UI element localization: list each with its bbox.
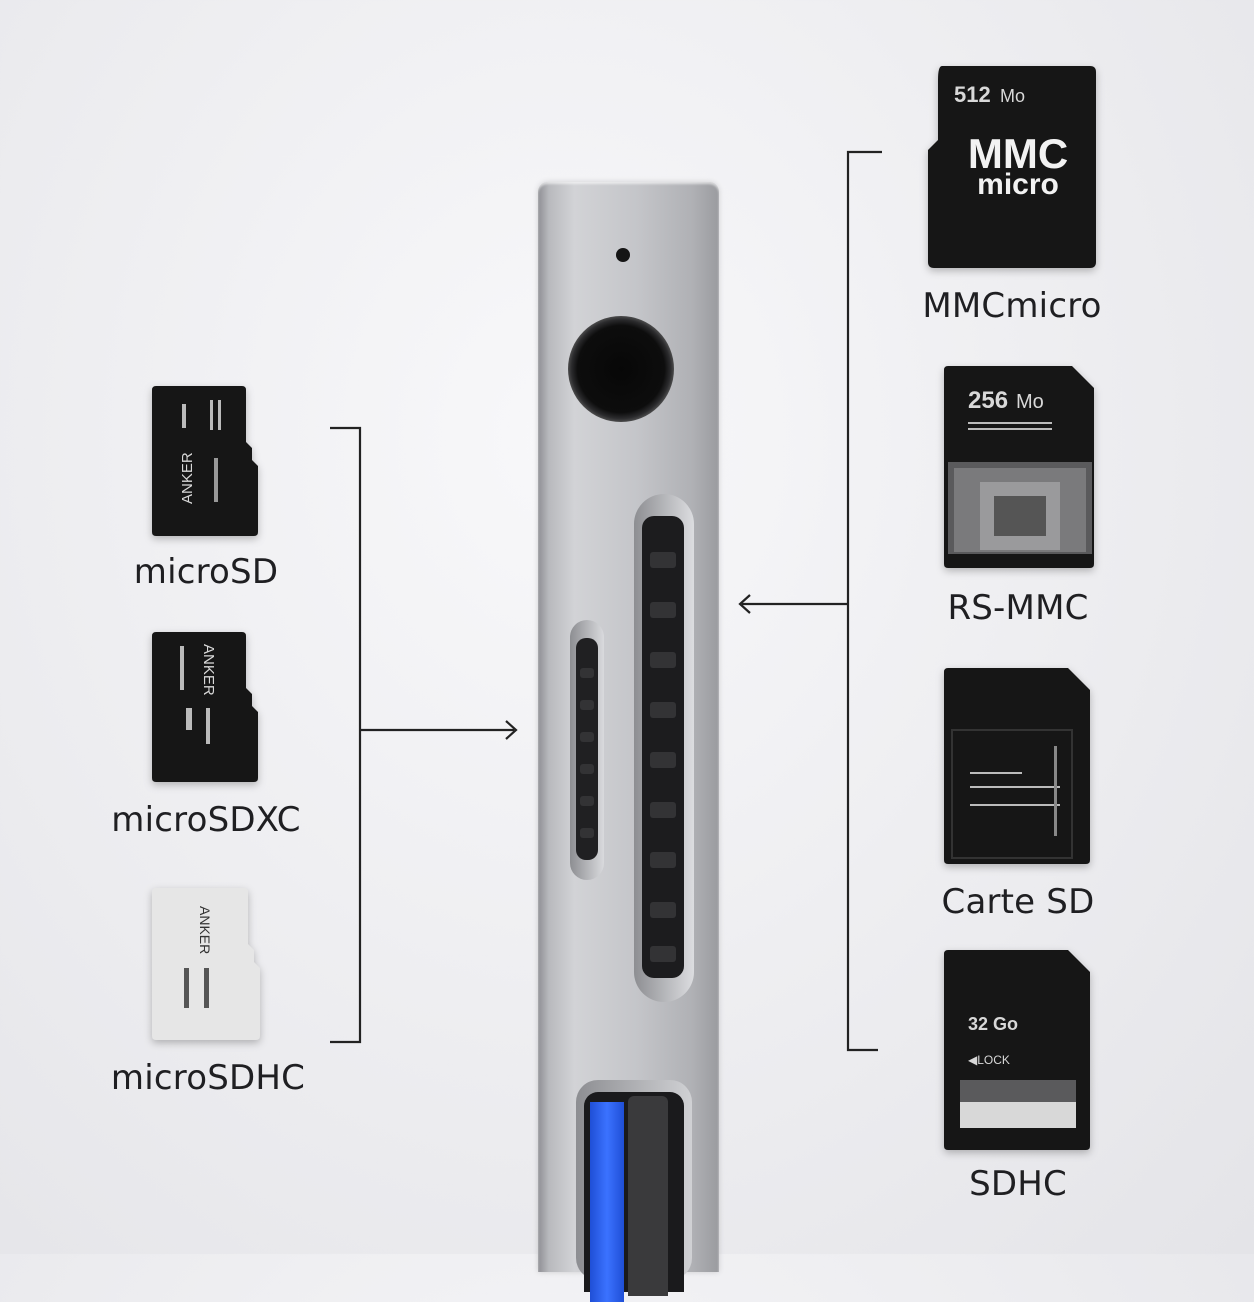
mmcmicro-unit: Mo xyxy=(1000,86,1025,106)
mmcmicro-capacity: 512 xyxy=(954,82,991,107)
microsdxc-brand-text: ANKER xyxy=(200,644,217,696)
microsd-slot xyxy=(570,620,604,880)
label-microsdhc: microSDHC xyxy=(110,1058,306,1098)
microsdxc-card: ANKER xyxy=(152,632,258,782)
audio-jack-port xyxy=(568,316,674,422)
rs-mmc-capacity: 256 xyxy=(968,387,1008,414)
sdhc-capacity: 32 Go xyxy=(968,1014,1018,1034)
card-reader-hub xyxy=(538,182,719,1302)
sd-card xyxy=(944,668,1090,864)
usb-port xyxy=(576,1080,692,1302)
rs-mmc-unit: Mo xyxy=(1016,391,1044,413)
rs-mmc-card: 256 Mo xyxy=(944,366,1094,568)
indicator-led xyxy=(616,248,630,262)
microsd-card: ANKER xyxy=(152,386,258,536)
microsdhc-brand-text: ANKER xyxy=(197,906,213,954)
sd-card-slot xyxy=(634,494,694,1002)
label-sdhc: SDHC xyxy=(969,1164,1067,1204)
label-microsdxc: microSDXC xyxy=(111,800,301,840)
sdhc-lock-label: ◀LOCK xyxy=(968,1053,1010,1067)
microsdhc-card: ANKER xyxy=(152,888,260,1040)
label-mmcmicro: MMCmicro xyxy=(922,286,1102,326)
label-carte-sd: Carte SD xyxy=(941,882,1095,922)
mmcmicro-title-line2: micro xyxy=(977,168,1059,201)
sdhc-card: 32 Go ◀LOCK xyxy=(944,950,1090,1150)
microsd-brand-text: ANKER xyxy=(179,452,196,504)
mmcmicro-title-line1: MMC xyxy=(968,130,1068,177)
label-microsd: microSD xyxy=(133,552,279,592)
label-rs-mmc: RS-MMC xyxy=(947,588,1089,628)
usb-blue-insert xyxy=(590,1102,624,1302)
mmcmicro-card: 512 Mo MMC micro xyxy=(928,66,1096,268)
connector-lines xyxy=(330,150,882,1052)
